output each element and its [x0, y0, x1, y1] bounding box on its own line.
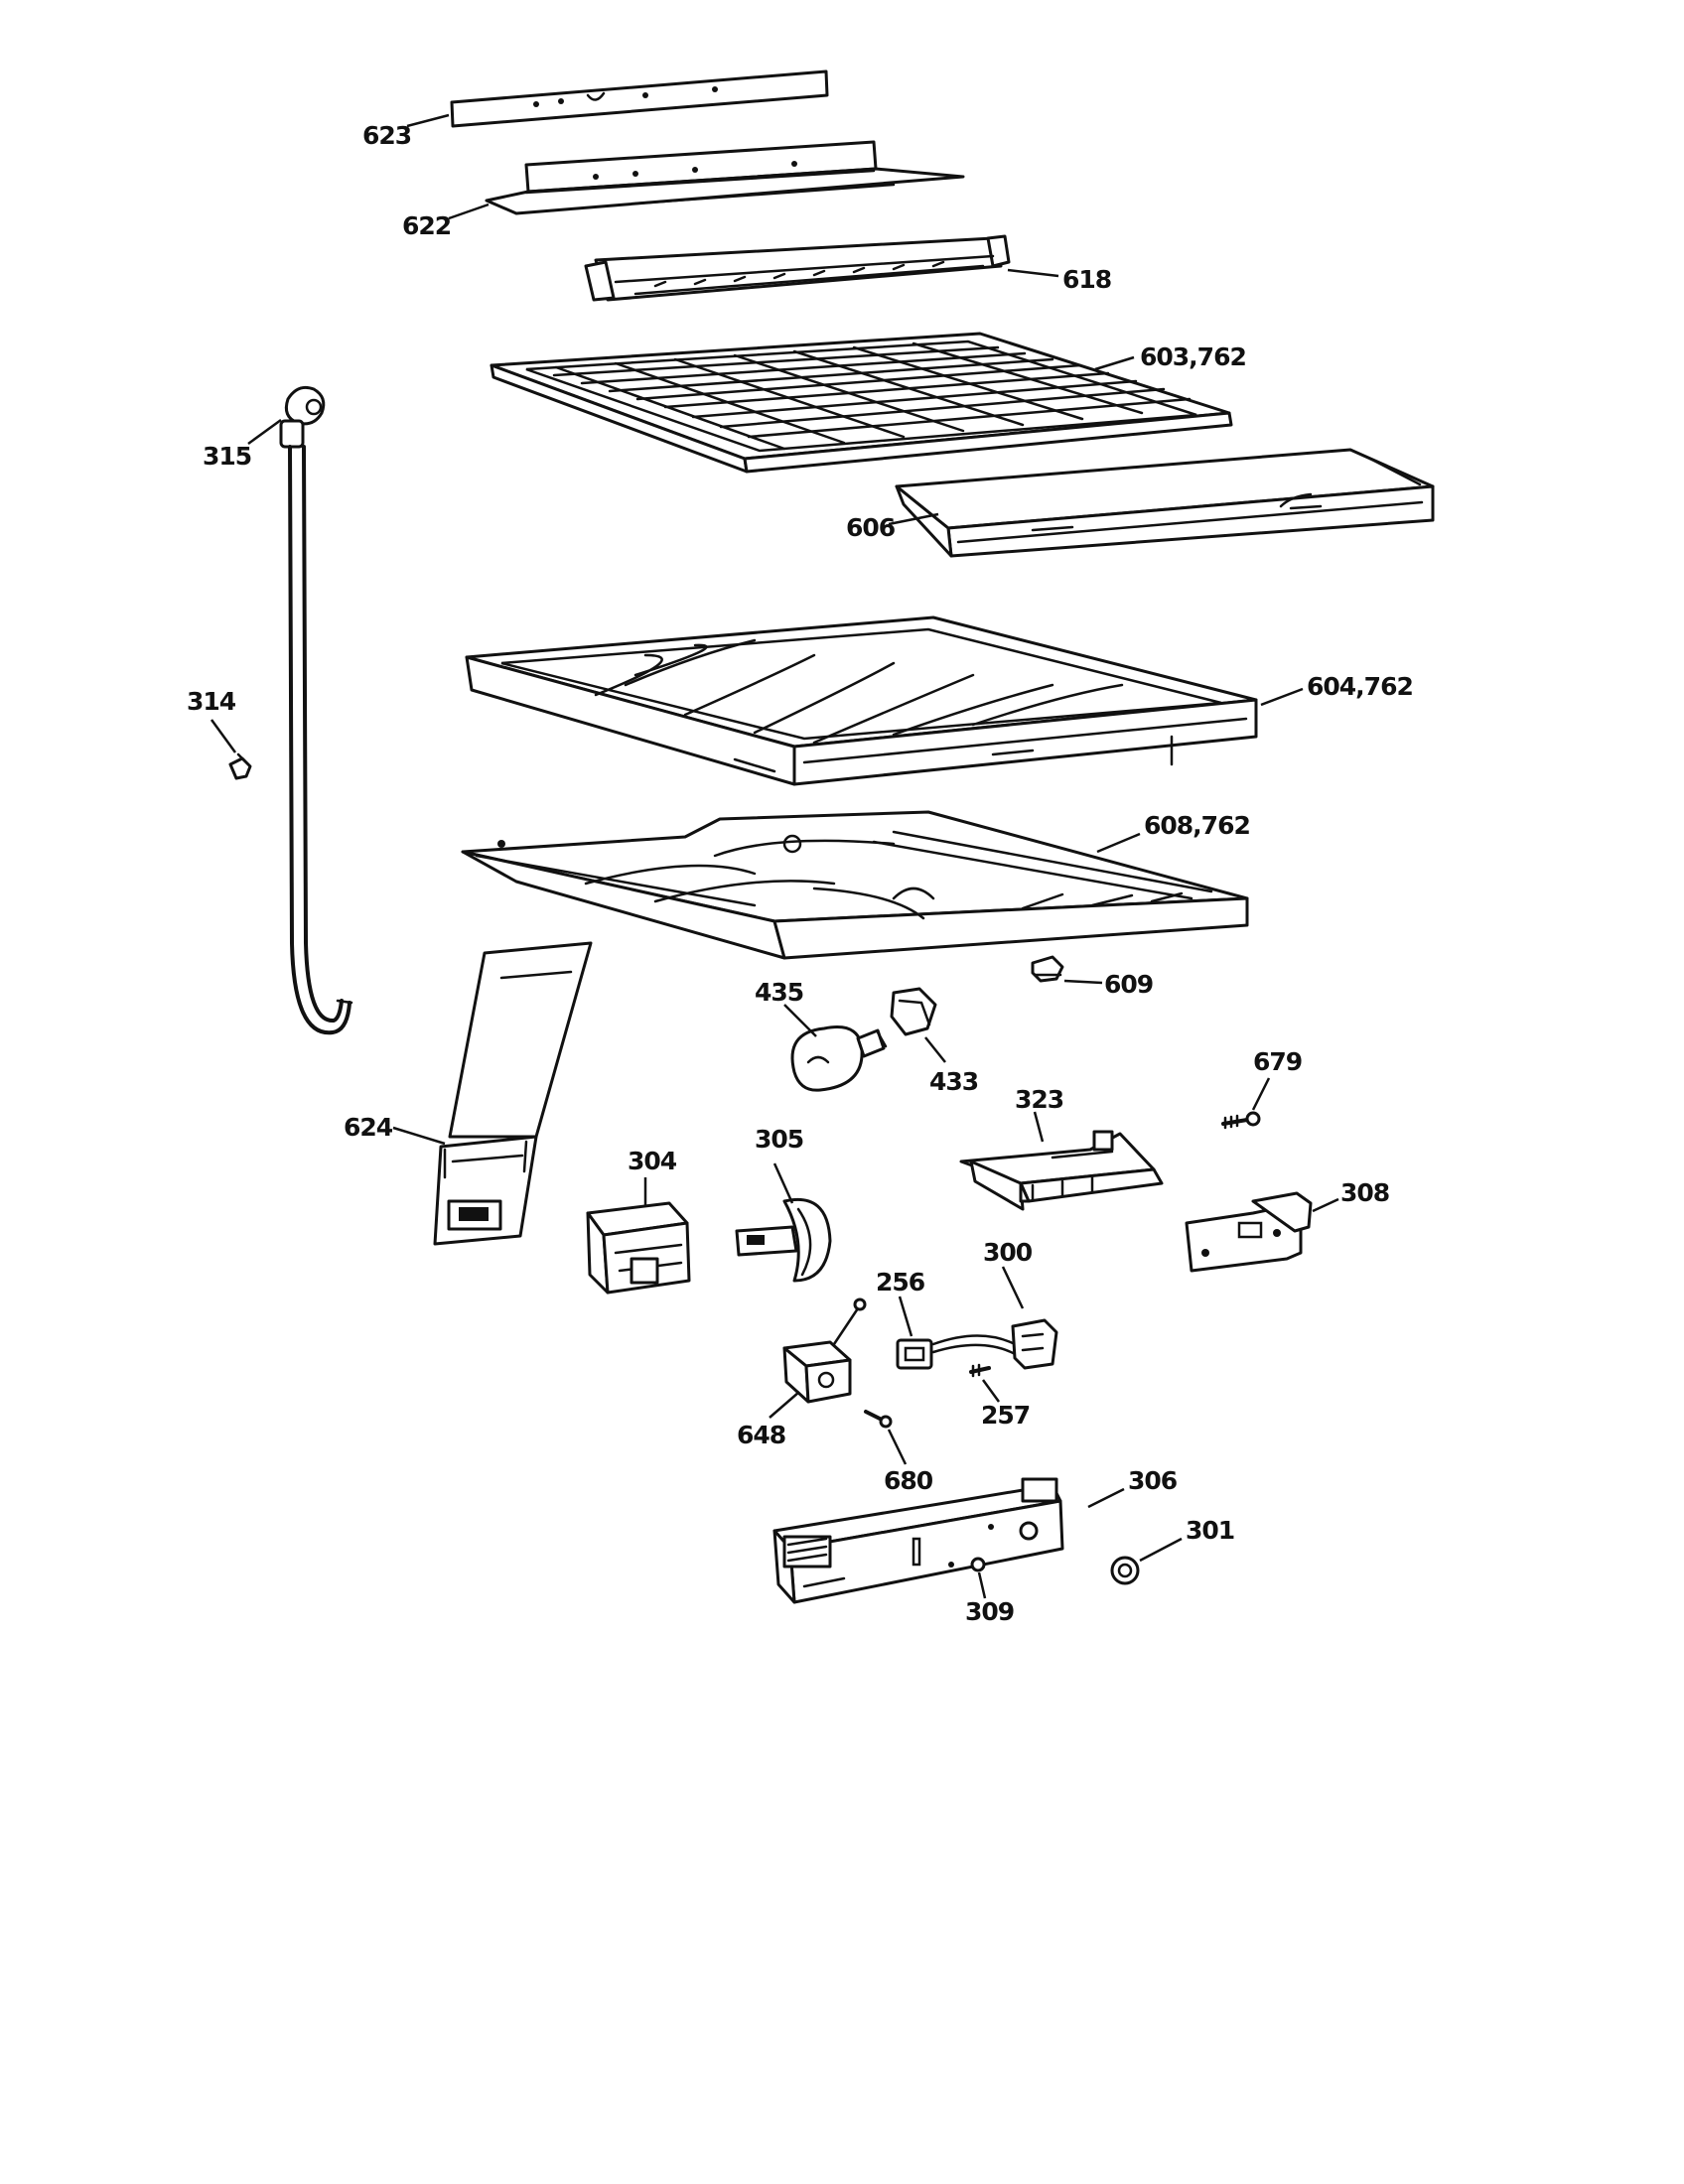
leader-609 [1063, 979, 1103, 985]
part-680-screw [864, 1410, 893, 1429]
leader-603 [1094, 355, 1135, 371]
callout-433: 433 [929, 1067, 978, 1096]
callout-300: 300 [983, 1238, 1033, 1267]
part-301-knob [1110, 1556, 1140, 1585]
part-606-cover [895, 448, 1435, 558]
leader-618 [1007, 268, 1059, 278]
part-603-grille-shelf [490, 332, 1233, 474]
part-314-clip [228, 752, 252, 780]
leader-306 [1087, 1487, 1125, 1509]
callout-608: 608,762 [1144, 811, 1250, 840]
callout-256: 256 [876, 1268, 925, 1297]
leader-624 [392, 1126, 446, 1146]
part-306-housing [772, 1477, 1064, 1604]
part-305-dial [735, 1197, 832, 1283]
part-308-plate [1185, 1191, 1313, 1273]
callout-305: 305 [755, 1125, 803, 1154]
part-315-drain-tube [279, 385, 353, 1035]
part-618-shield [584, 234, 1011, 302]
callout-603: 603,762 [1140, 342, 1246, 371]
callout-257: 257 [981, 1401, 1030, 1430]
callout-680: 680 [884, 1466, 933, 1495]
part-679-screw [1221, 1111, 1261, 1130]
part-323-housing [959, 1130, 1164, 1211]
leader-314 [210, 719, 237, 753]
callout-309: 309 [965, 1597, 1014, 1626]
leader-606 [888, 512, 939, 526]
leader-323 [1033, 1111, 1045, 1143]
leader-435 [783, 1004, 817, 1037]
part-309-fastener [970, 1557, 986, 1572]
callout-306: 306 [1128, 1466, 1178, 1495]
callout-301: 301 [1186, 1516, 1234, 1545]
leader-315 [247, 418, 282, 446]
callout-606: 606 [846, 513, 896, 542]
callout-624: 624 [344, 1113, 393, 1142]
part-435-bulb [790, 1025, 888, 1092]
callout-609: 609 [1104, 970, 1153, 999]
callout-323: 323 [1015, 1085, 1063, 1114]
callout-679: 679 [1253, 1047, 1302, 1076]
part-648-timer [782, 1297, 867, 1404]
part-300-connector [931, 1318, 1058, 1370]
leader-305 [772, 1162, 794, 1204]
leader-623 [406, 113, 450, 128]
part-622-channel [485, 140, 965, 215]
leader-300 [1001, 1266, 1025, 1309]
part-433-socket [890, 987, 937, 1036]
callout-315: 315 [203, 442, 251, 471]
leader-679 [1251, 1077, 1271, 1111]
leader-256 [898, 1296, 913, 1337]
callout-308: 308 [1340, 1178, 1389, 1207]
leader-622 [448, 203, 490, 220]
callout-314: 314 [187, 687, 236, 716]
part-609-bracket [1031, 955, 1064, 983]
leader-301 [1139, 1537, 1183, 1563]
part-604-shelf [465, 615, 1258, 786]
part-304-block [586, 1201, 691, 1295]
leader-308 [1312, 1197, 1339, 1213]
part-608-pan [461, 810, 1249, 960]
leader-680 [887, 1429, 908, 1465]
callout-618: 618 [1062, 265, 1111, 294]
leader-648 [769, 1391, 800, 1419]
callout-622: 622 [402, 211, 451, 240]
callout-623: 623 [362, 121, 411, 150]
callout-604: 604,762 [1307, 672, 1413, 701]
callout-648: 648 [737, 1421, 785, 1449]
leader-433 [924, 1036, 946, 1063]
callout-435: 435 [755, 978, 803, 1007]
leader-604 [1260, 687, 1304, 707]
part-623-strip [450, 69, 829, 128]
leader-309 [977, 1571, 987, 1599]
callout-304: 304 [628, 1147, 677, 1175]
part-624-panel [433, 941, 593, 1246]
part-257-screw [969, 1363, 991, 1378]
part-256-switch [896, 1338, 933, 1370]
leader-608 [1096, 832, 1141, 854]
leader-257 [981, 1379, 1001, 1403]
